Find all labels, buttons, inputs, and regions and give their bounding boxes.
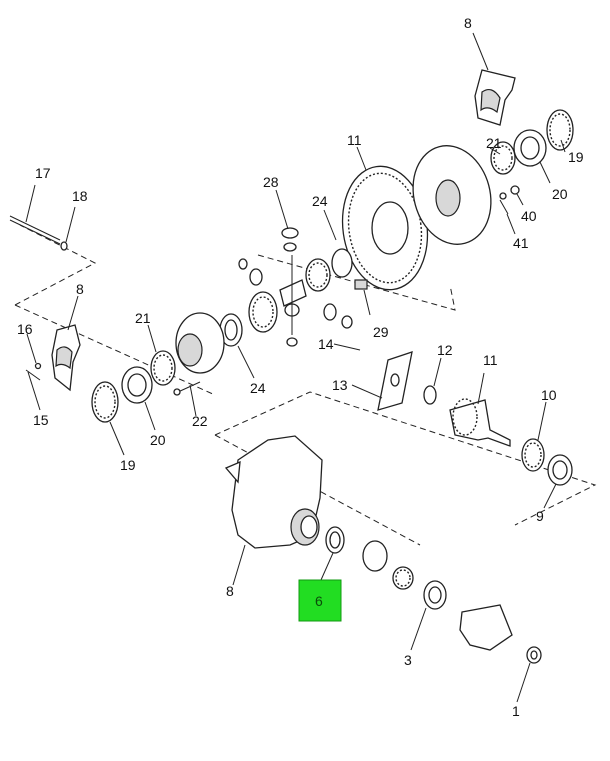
callout-11-pinion[interactable]: 11 xyxy=(483,352,498,368)
callout-18[interactable]: 18 xyxy=(72,188,88,204)
part-20-bearing-cup-left xyxy=(121,366,153,404)
group-outlines xyxy=(14,224,597,546)
callout-19-right[interactable]: 19 xyxy=(568,149,584,165)
highlight-box-part-6[interactable] xyxy=(298,579,342,622)
part-19-adjuster-left xyxy=(91,381,119,423)
callout-10[interactable]: 10 xyxy=(541,387,557,403)
part-11-drive-pinion xyxy=(449,398,511,447)
differential-spider-gears xyxy=(238,227,368,347)
part-8-bearing-cap-right xyxy=(474,69,516,126)
callout-28[interactable]: 28 xyxy=(263,174,279,190)
part-19-adjuster-right xyxy=(546,109,574,151)
callout-11-ring-gear[interactable]: 11 xyxy=(347,132,362,148)
callout-15[interactable]: 15 xyxy=(33,412,49,428)
callout-1[interactable]: 1 xyxy=(512,703,520,719)
callout-21-right[interactable]: 21 xyxy=(486,135,502,151)
part-21-bearing-cone-left xyxy=(150,350,176,386)
part-9-bearing-cup xyxy=(547,454,573,486)
callout-6-highlighted[interactable]: 6 xyxy=(315,593,323,609)
part-22-bolt xyxy=(173,381,201,396)
callout-13[interactable]: 13 xyxy=(332,377,348,393)
callout-29[interactable]: 29 xyxy=(373,324,389,340)
part-13-retainer xyxy=(377,351,413,411)
leader-lines xyxy=(25,32,566,703)
callout-24-top[interactable]: 24 xyxy=(312,193,328,209)
callout-21-left[interactable]: 21 xyxy=(135,310,151,326)
part-12-bearing xyxy=(423,385,437,405)
part-11-ring-gear xyxy=(341,165,429,291)
callout-8-housing[interactable]: 8 xyxy=(226,583,234,599)
part-24-thrust-washer-left xyxy=(219,313,243,347)
callout-40[interactable]: 40 xyxy=(521,208,537,224)
callout-labels: 8 11 21 19 20 40 41 24 28 29 17 18 8 16 … xyxy=(17,15,584,719)
callout-19-left[interactable]: 19 xyxy=(120,457,136,473)
part-20-bearing-cup-right xyxy=(513,129,547,167)
callout-17[interactable]: 17 xyxy=(35,165,51,181)
part-21-bearing-cone-right xyxy=(490,141,516,175)
callout-8-left[interactable]: 8 xyxy=(76,281,84,297)
part-8-bearing-cap-left xyxy=(51,324,81,392)
part-3-oil-seal xyxy=(423,580,447,610)
callout-24-left[interactable]: 24 xyxy=(250,380,266,396)
callout-16[interactable]: 16 xyxy=(17,321,33,337)
part-bearing-outer xyxy=(392,566,414,590)
callout-9[interactable]: 9 xyxy=(536,508,544,524)
callout-14[interactable]: 14 xyxy=(318,336,334,352)
part-differential-case-left-gear xyxy=(248,291,278,333)
callout-20-right[interactable]: 20 xyxy=(552,186,568,202)
part-40-41-lock-bolt xyxy=(499,185,520,215)
callout-41[interactable]: 41 xyxy=(513,235,529,251)
callout-8-top[interactable]: 8 xyxy=(464,15,472,31)
part-yoke xyxy=(459,604,513,651)
part-17-18-stud xyxy=(9,215,68,251)
callout-22[interactable]: 22 xyxy=(192,413,208,429)
part-spacer xyxy=(362,540,388,572)
callout-3[interactable]: 3 xyxy=(404,652,412,668)
part-1-nut xyxy=(526,646,542,664)
part-6-bearing xyxy=(325,526,345,554)
part-10-bearing xyxy=(521,438,545,472)
callout-12[interactable]: 12 xyxy=(437,342,453,358)
callout-20-left[interactable]: 20 xyxy=(150,432,166,448)
part-differential-case-left-half xyxy=(175,312,225,374)
part-8-carrier-housing xyxy=(224,435,323,549)
part-differential-case-flange xyxy=(412,145,492,245)
part-15-16-bolt xyxy=(25,362,42,381)
